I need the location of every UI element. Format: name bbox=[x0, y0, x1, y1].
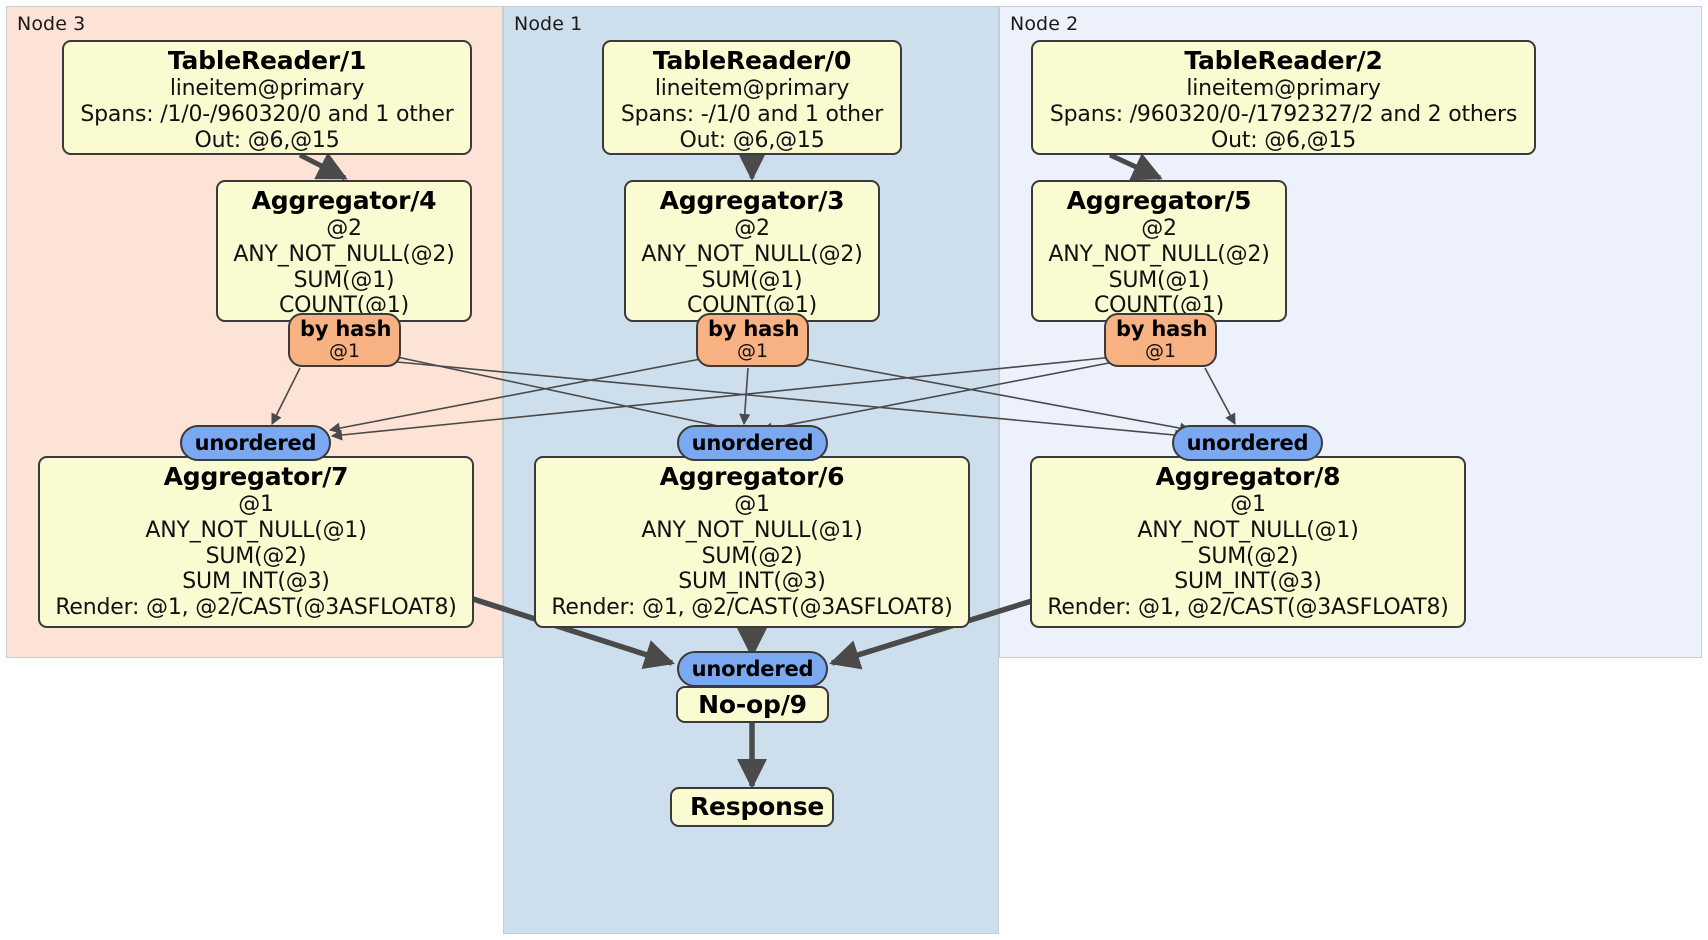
processor-title: Response bbox=[690, 792, 825, 821]
processor-agg-2: SUM(@1) bbox=[1108, 267, 1210, 293]
processor-table: lineitem@primary bbox=[169, 76, 365, 102]
processor-out: Out: @6,@15 bbox=[194, 127, 340, 153]
processor-out: Out: @6,@15 bbox=[1210, 127, 1357, 153]
processor-agg-2: SUM(@2) bbox=[205, 543, 307, 569]
processor-agg-1: ANY_NOT_NULL(@1) bbox=[641, 517, 863, 543]
synchronizer-right[interactable]: unordered bbox=[1172, 425, 1323, 461]
processor-title: Aggregator/6 bbox=[659, 462, 845, 491]
processor-title: TableReader/0 bbox=[652, 46, 852, 75]
processor-agg-2: SUM(@2) bbox=[1197, 543, 1299, 569]
processor-render: Render: @1, @2/CAST(@3ASFLOAT8) bbox=[551, 595, 953, 621]
processor-table: lineitem@primary bbox=[1186, 76, 1381, 102]
synchronizer-final[interactable]: unordered bbox=[677, 651, 828, 687]
processor-agg-1: ANY_NOT_NULL(@1) bbox=[145, 517, 367, 543]
processor-group-cols: @2 bbox=[734, 216, 770, 242]
processor-agg-3: SUM_INT(@3) bbox=[182, 569, 330, 595]
processor-title: Aggregator/7 bbox=[163, 462, 349, 491]
processor-group-cols: @1 bbox=[238, 492, 274, 518]
processor-agg-1: ANY_NOT_NULL(@2) bbox=[641, 241, 863, 267]
processor-aggregator-6[interactable]: Aggregator/6 @1 ANY_NOT_NULL(@1) SUM(@2)… bbox=[534, 456, 970, 628]
processor-title: Aggregator/3 bbox=[659, 186, 845, 215]
node-panel-label: Node 2 bbox=[1010, 13, 1079, 35]
processor-title: Aggregator/4 bbox=[251, 186, 437, 215]
processor-spans: Spans: /960320/0-/1792327/2 and 2 others bbox=[1049, 101, 1518, 127]
processor-aggregator-4[interactable]: Aggregator/4 @2 ANY_NOT_NULL(@2) SUM(@1)… bbox=[216, 180, 472, 322]
processor-table-reader-0[interactable]: TableReader/0 lineitem@primary Spans: -/… bbox=[602, 40, 902, 155]
node-panel-label: Node 3 bbox=[17, 13, 86, 35]
processor-title: No-op/9 bbox=[698, 690, 807, 719]
processor-agg-3: SUM_INT(@3) bbox=[678, 569, 826, 595]
processor-group-cols: @2 bbox=[1141, 216, 1177, 242]
router-kind: by hash bbox=[708, 317, 800, 341]
router-column: @1 bbox=[736, 340, 769, 363]
hash-router-left[interactable]: by hash @1 bbox=[288, 313, 401, 367]
hash-router-right[interactable]: by hash @1 bbox=[1104, 313, 1217, 367]
processor-out: Out: @6,@15 bbox=[679, 127, 825, 153]
processor-agg-1: ANY_NOT_NULL(@2) bbox=[1048, 241, 1270, 267]
processor-agg-2: SUM(@1) bbox=[293, 267, 395, 293]
processor-aggregator-5[interactable]: Aggregator/5 @2 ANY_NOT_NULL(@2) SUM(@1)… bbox=[1031, 180, 1287, 322]
processor-aggregator-3[interactable]: Aggregator/3 @2 ANY_NOT_NULL(@2) SUM(@1)… bbox=[624, 180, 880, 322]
processor-group-cols: @1 bbox=[1230, 492, 1266, 518]
node-panel-label: Node 1 bbox=[514, 13, 583, 35]
processor-group-cols: @1 bbox=[734, 492, 770, 518]
processor-agg-3: SUM_INT(@3) bbox=[1174, 569, 1322, 595]
processor-aggregator-7[interactable]: Aggregator/7 @1 ANY_NOT_NULL(@1) SUM(@2)… bbox=[38, 456, 474, 628]
processor-agg-2: SUM(@1) bbox=[701, 267, 803, 293]
processor-noop-9[interactable]: No-op/9 bbox=[676, 686, 829, 723]
hash-router-center[interactable]: by hash @1 bbox=[696, 313, 809, 367]
processor-title: Aggregator/8 bbox=[1155, 462, 1341, 491]
processor-table: lineitem@primary bbox=[654, 76, 850, 102]
processor-aggregator-8[interactable]: Aggregator/8 @1 ANY_NOT_NULL(@1) SUM(@2)… bbox=[1030, 456, 1466, 628]
processor-render: Render: @1, @2/CAST(@3ASFLOAT8) bbox=[1047, 595, 1449, 621]
processor-group-cols: @2 bbox=[326, 216, 362, 242]
synchronizer-label: unordered bbox=[1186, 431, 1309, 455]
processor-render: Render: @1, @2/CAST(@3ASFLOAT8) bbox=[55, 595, 457, 621]
processor-agg-1: ANY_NOT_NULL(@1) bbox=[1137, 517, 1359, 543]
synchronizer-center[interactable]: unordered bbox=[677, 425, 828, 461]
router-kind: by hash bbox=[1116, 317, 1208, 341]
processor-table-reader-1[interactable]: TableReader/1 lineitem@primary Spans: /1… bbox=[62, 40, 472, 155]
synchronizer-label: unordered bbox=[194, 431, 317, 455]
processor-response[interactable]: Response bbox=[670, 787, 834, 827]
processor-title: Aggregator/5 bbox=[1066, 186, 1252, 215]
router-kind: by hash bbox=[300, 317, 392, 341]
router-column: @1 bbox=[328, 340, 361, 363]
synchronizer-label: unordered bbox=[691, 657, 814, 681]
processor-spans: Spans: /1/0-/960320/0 and 1 other bbox=[80, 101, 454, 127]
router-column: @1 bbox=[1144, 340, 1177, 363]
processor-spans: Spans: -/1/0 and 1 other bbox=[620, 101, 884, 127]
processor-title: TableReader/1 bbox=[167, 46, 367, 75]
synchronizer-label: unordered bbox=[691, 431, 814, 455]
processor-table-reader-2[interactable]: TableReader/2 lineitem@primary Spans: /9… bbox=[1031, 40, 1536, 155]
processor-title: TableReader/2 bbox=[1184, 46, 1383, 75]
processor-agg-2: SUM(@2) bbox=[701, 543, 803, 569]
synchronizer-left[interactable]: unordered bbox=[180, 425, 331, 461]
processor-agg-1: ANY_NOT_NULL(@2) bbox=[233, 241, 455, 267]
